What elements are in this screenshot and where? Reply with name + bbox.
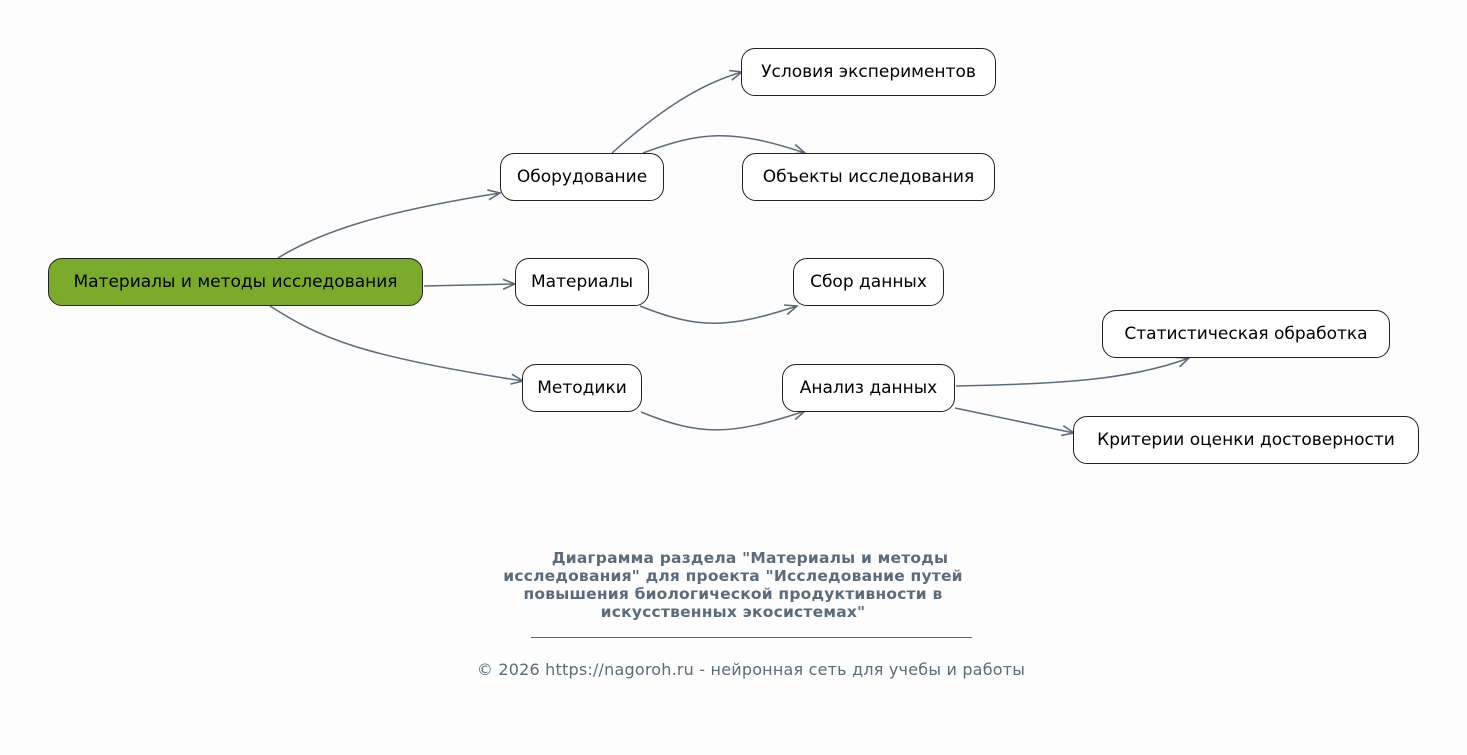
edge-root-methods <box>269 305 523 381</box>
node-data-analysis: Анализ данных <box>782 364 955 412</box>
caption-line-4: искусственных экосистемах" <box>600 603 866 621</box>
caption-line-1: Диаграмма раздела "Материалы и методы <box>551 549 949 567</box>
caption-line-2: исследования" для проекта "Исследование … <box>503 567 963 585</box>
edge-root-equipment <box>277 193 500 259</box>
edge-equipment-objects <box>642 135 805 153</box>
footer-copyright: © 2026 https://nagoroh.ru - нейронная се… <box>476 660 1026 679</box>
node-methods: Методики <box>522 364 642 412</box>
caption-divider <box>531 637 972 638</box>
node-materials-and-methods: Материалы и методы исследования <box>48 258 423 306</box>
diagram-caption: Диаграмма раздела "Материалы и методы ис… <box>473 549 993 621</box>
edge-methods-analysis <box>640 411 805 431</box>
edge-root-materials <box>423 284 515 286</box>
node-research-objects: Объекты исследования <box>742 153 995 201</box>
edge-materials-collection <box>639 306 797 324</box>
node-statistical-processing: Статистическая обработка <box>1102 310 1390 358</box>
edge-equipment-conditions <box>611 72 742 154</box>
caption-line-3: повышения биологической продуктивности в <box>523 585 943 603</box>
node-data-collection: Сбор данных <box>793 258 944 306</box>
edge-analysis-criteria <box>954 407 1074 433</box>
edge-analysis-statistics <box>955 358 1189 387</box>
node-equipment: Оборудование <box>500 153 664 201</box>
node-experiment-conditions: Условия экспериментов <box>741 48 996 96</box>
node-reliability-criteria: Критерии оценки достоверности <box>1073 416 1419 464</box>
node-materials: Материалы <box>515 258 649 306</box>
